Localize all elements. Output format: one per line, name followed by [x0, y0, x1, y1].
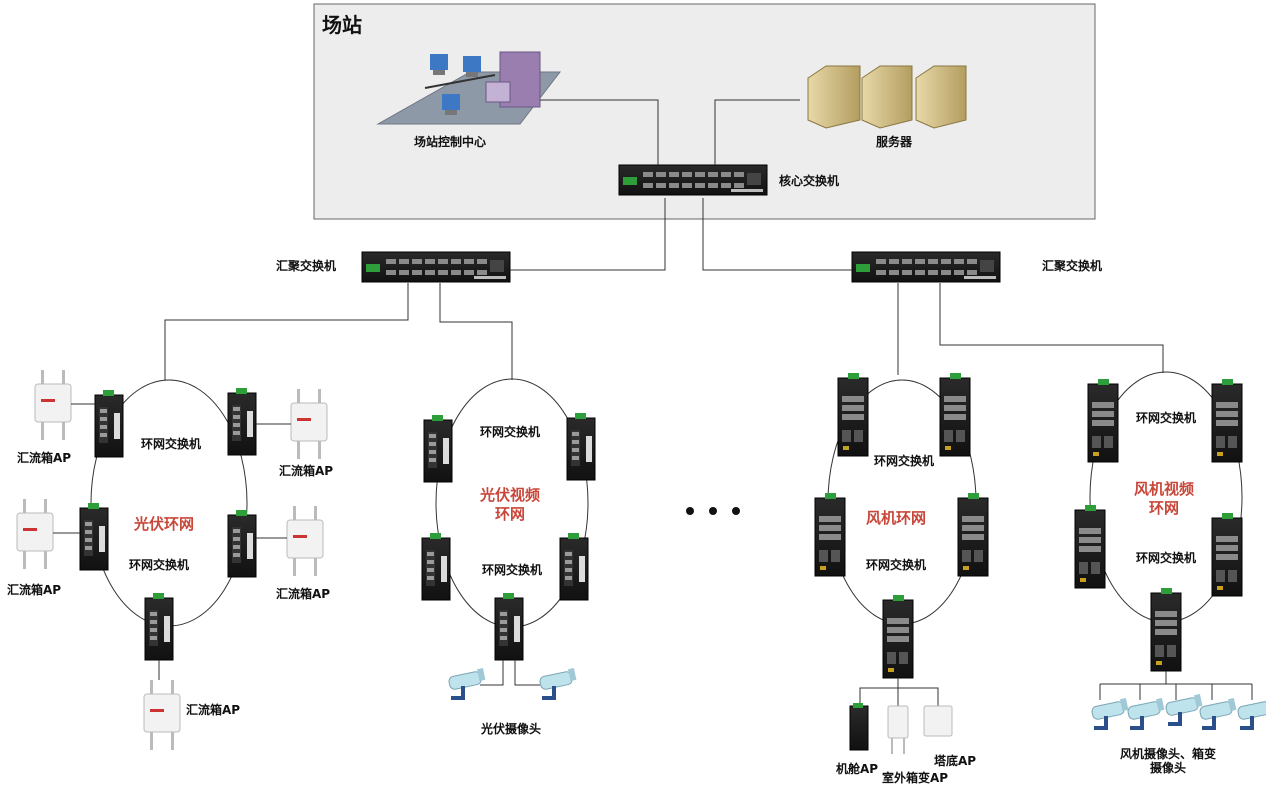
pv-video-switch-3 — [421, 532, 451, 601]
pv-video-switch-2 — [566, 412, 596, 481]
control-center-icon — [376, 51, 562, 125]
combiner-ap-4 — [286, 505, 324, 577]
pv-ring-switch-3 — [79, 502, 109, 571]
wind-camera-3 — [1164, 693, 1203, 727]
pv-ring-title: 光伏环网 — [134, 515, 195, 533]
wind-video-switch-2 — [1211, 378, 1243, 463]
pv-video-switch-4 — [559, 532, 589, 601]
wind-video-switch-label-top: 环网交换机 — [1136, 411, 1197, 425]
station-title: 场站 — [322, 13, 362, 37]
pv-video-switch-label-bottom: 环网交换机 — [482, 563, 543, 577]
wind-ring-switch-2 — [939, 372, 971, 457]
pv-camera-2 — [538, 667, 577, 701]
combiner-ap-3 — [16, 498, 54, 570]
pv-ring-switch-4 — [227, 509, 257, 578]
wind-video-switch-4 — [1211, 512, 1243, 597]
wind-video-switch-label-bottom: 环网交换机 — [1136, 551, 1197, 565]
wind-ring-switch-1 — [837, 372, 869, 457]
wind-camera-label: 风机摄像头、箱变 摄像头 — [1120, 747, 1217, 775]
wind-video-switch-1 — [1087, 378, 1119, 463]
pv-camera-label: 光伏摄像头 — [481, 722, 542, 736]
pv-ring-switch-label-top: 环网交换机 — [141, 437, 202, 451]
agg-switch-right-label: 汇聚交换机 — [1042, 259, 1103, 273]
pv-video-ring-title: 光伏视频 环网 — [480, 486, 541, 523]
wind-ring-switch-label-bottom: 环网交换机 — [866, 558, 927, 572]
core-switch-icon — [619, 165, 767, 195]
rings — [90, 371, 1243, 628]
wind-ring-switch-label-top: 环网交换机 — [874, 454, 935, 468]
ellipsis-dots — [686, 507, 740, 515]
wind-camera-1 — [1090, 697, 1129, 731]
pv-ring-switch-2 — [227, 387, 257, 456]
agg-switch-left-label: 汇聚交换机 — [276, 259, 337, 273]
servers-icon — [807, 65, 967, 129]
wind-ring-title: 风机环网 — [866, 509, 927, 527]
pv-ring-switch-label-bottom: 环网交换机 — [129, 558, 190, 572]
wind-camera-2 — [1126, 697, 1165, 731]
nacelle-ap-label: 机舱AP — [836, 762, 879, 776]
pv-camera-1 — [447, 667, 486, 701]
outdoor-ap-label: 室外箱变AP — [882, 771, 949, 785]
wind-video-switch-5 — [1150, 587, 1182, 672]
combiner-ap-label-3: 汇流箱AP — [7, 583, 62, 597]
combiner-ap-1 — [34, 369, 72, 441]
tower-ap-icon — [923, 705, 953, 737]
servers-label: 服务器 — [876, 135, 913, 149]
pv-video-switch-1 — [423, 414, 453, 483]
agg-switch-right-icon — [852, 252, 1000, 282]
connection-lines — [164, 99, 1164, 380]
wind-video-switch-3 — [1074, 504, 1106, 589]
control-center-label: 场站控制中心 — [414, 135, 487, 149]
wind-ring-switch-3 — [814, 492, 846, 577]
wind-ring-switch-4 — [957, 492, 989, 577]
pv-video-switch-5 — [494, 592, 524, 661]
wind-camera-5 — [1236, 697, 1266, 731]
pv-video-switch-label-top: 环网交换机 — [480, 425, 541, 439]
wind-video-ring-title: 风机视频 环网 — [1134, 480, 1195, 517]
combiner-ap-2 — [290, 388, 328, 460]
pv-ring-switch-5 — [144, 592, 174, 661]
combiner-ap-label-1: 汇流箱AP — [17, 451, 72, 465]
tower-ap-label: 塔底AP — [934, 754, 977, 768]
combiner-ap-5 — [143, 679, 181, 751]
wind-ring-switch-5 — [882, 594, 914, 679]
agg-switch-left-icon — [362, 252, 510, 282]
core-switch-label: 核心交换机 — [779, 174, 840, 188]
pv-ring-switch-1 — [94, 389, 124, 458]
wind-camera-4 — [1198, 697, 1237, 731]
combiner-ap-label-4: 汇流箱AP — [276, 587, 331, 601]
combiner-ap-label-2: 汇流箱AP — [279, 464, 334, 478]
nacelle-ap-icon — [849, 703, 869, 751]
outdoor-ap-icon — [887, 705, 909, 754]
combiner-ap-label-5: 汇流箱AP — [186, 703, 241, 717]
